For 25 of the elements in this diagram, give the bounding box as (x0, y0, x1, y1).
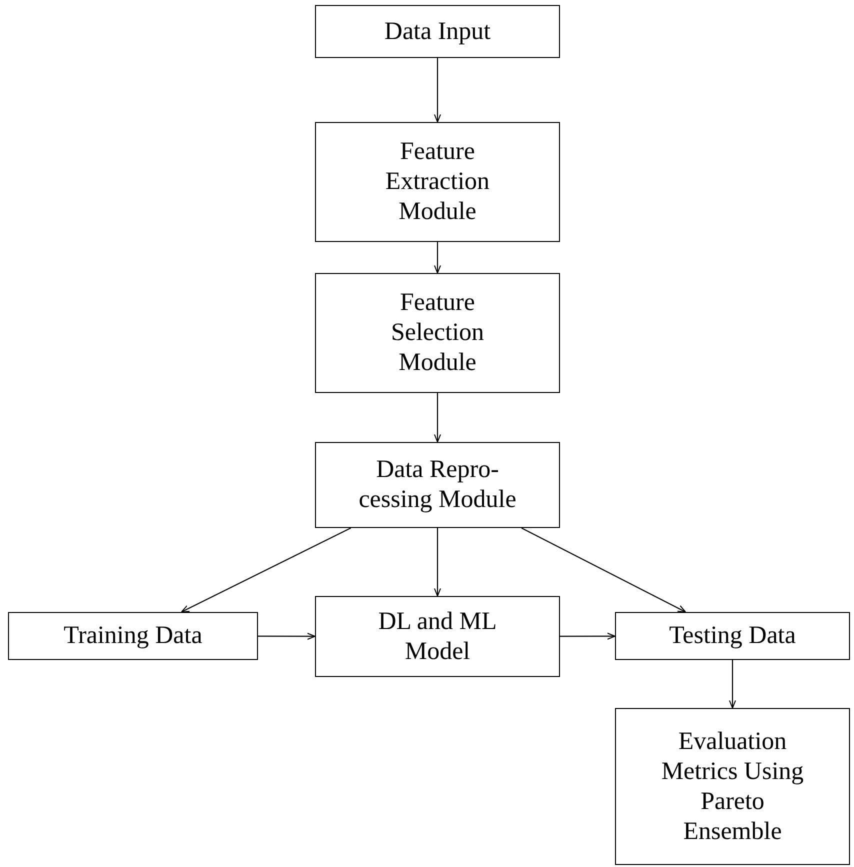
box-label: Evaluation Metrics Using Pareto Ensemble (660, 726, 805, 846)
box-label: Training Data (64, 621, 202, 651)
arrow (258, 632, 316, 640)
process-box (315, 273, 560, 393)
box-label: Feature Extraction Module (384, 137, 491, 227)
process-box (615, 612, 850, 660)
box-label: Feature Selection Module (390, 288, 486, 378)
arrow (728, 660, 736, 708)
arrow (180, 528, 352, 612)
process-box (8, 612, 258, 660)
box-label: Testing Data (669, 621, 796, 651)
process-box (315, 5, 560, 58)
process-box (615, 708, 850, 865)
box-label: Data Input (384, 16, 491, 46)
box-label: Data Repro-cessing Module (358, 455, 518, 515)
box-label: DL and ML Model (377, 606, 498, 666)
arrow (560, 632, 616, 640)
process-box (315, 596, 560, 677)
arrow (434, 58, 442, 122)
arrow (434, 528, 442, 596)
process-box (315, 442, 560, 528)
process-box (315, 122, 560, 242)
arrow (521, 528, 686, 612)
arrow (434, 242, 442, 274)
arrow (434, 393, 442, 442)
